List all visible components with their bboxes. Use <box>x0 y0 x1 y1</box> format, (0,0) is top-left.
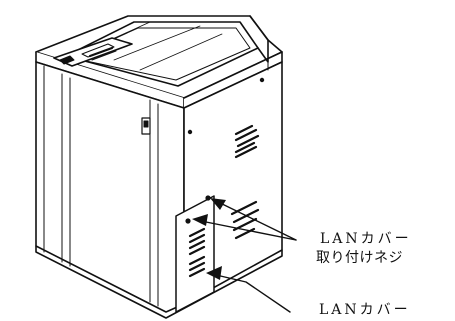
lan-cover-screw-bottom <box>185 218 191 224</box>
printer-front-face <box>35 61 185 313</box>
control-panel <box>53 37 133 67</box>
arrow-lan-cover-head <box>206 266 222 280</box>
printer-base <box>35 245 283 319</box>
callout-arrows <box>192 198 297 313</box>
arrow-screw-bottom-head <box>192 214 208 226</box>
lan-cover-screw-top <box>205 195 211 201</box>
arrow-screw-top <box>213 199 297 241</box>
callout-lan-cover-screw-line2: 取り付けネジ <box>316 250 403 266</box>
callout-lan-cover-screw-line1: LANカバー <box>320 231 412 247</box>
arrow-screw-top-head <box>210 198 226 210</box>
callout-lan-cover: LANカバー <box>319 302 411 318</box>
lan-cover-vents <box>188 227 206 278</box>
arrow-screw-bottom <box>195 219 297 241</box>
lan-cover-screws <box>185 195 211 224</box>
side-vent-upper <box>234 124 260 159</box>
arrow-lan-cover <box>211 273 291 313</box>
